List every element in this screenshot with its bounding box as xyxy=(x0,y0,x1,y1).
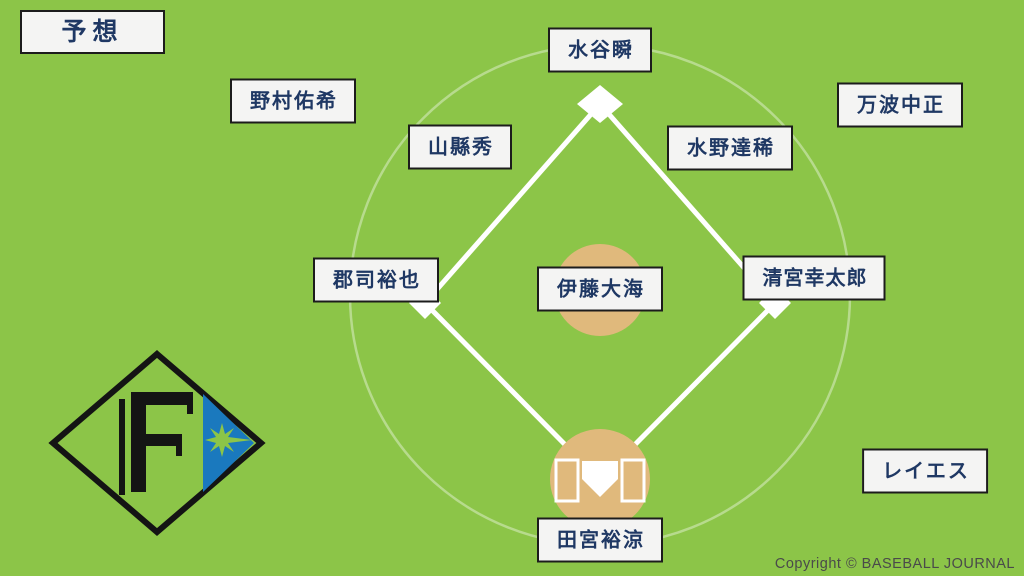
logo-f-top-serif xyxy=(187,405,193,414)
logo-diamond-outline xyxy=(48,350,266,536)
player-label-first-base: 清宮幸太郎 xyxy=(742,255,886,301)
player-label-catcher: 田宮裕涼 xyxy=(537,517,663,563)
player-label-third-base: 郡司裕也 xyxy=(313,257,439,303)
player-label-center-field: 水谷瞬 xyxy=(548,27,652,73)
logo-blue-triangle xyxy=(203,394,254,492)
prediction-badge: 予想 xyxy=(20,10,165,54)
batter-box-left xyxy=(554,458,580,503)
player-label-second-base: 水野達稀 xyxy=(667,125,793,171)
logo-f-main xyxy=(131,392,193,492)
batter-box-right xyxy=(620,458,646,503)
player-label-designated-hitter: レイエス xyxy=(862,448,988,494)
logo-f-shadow-bar xyxy=(119,399,125,495)
copyright-text: Copyright © BASEBALL JOURNAL xyxy=(774,555,1015,572)
logo-f-mid-serif xyxy=(176,446,182,456)
second-base-marker xyxy=(577,85,623,123)
home-plate xyxy=(582,461,618,497)
player-label-shortstop: 山縣秀 xyxy=(408,124,512,170)
player-label-left-field: 野村佑希 xyxy=(230,78,356,124)
player-label-pitcher: 伊藤大海 xyxy=(537,266,663,312)
player-label-right-field: 万波中正 xyxy=(837,82,963,128)
fighters-logo xyxy=(48,350,266,536)
logo-star-icon xyxy=(205,423,252,457)
logo-letter-f xyxy=(119,392,193,495)
